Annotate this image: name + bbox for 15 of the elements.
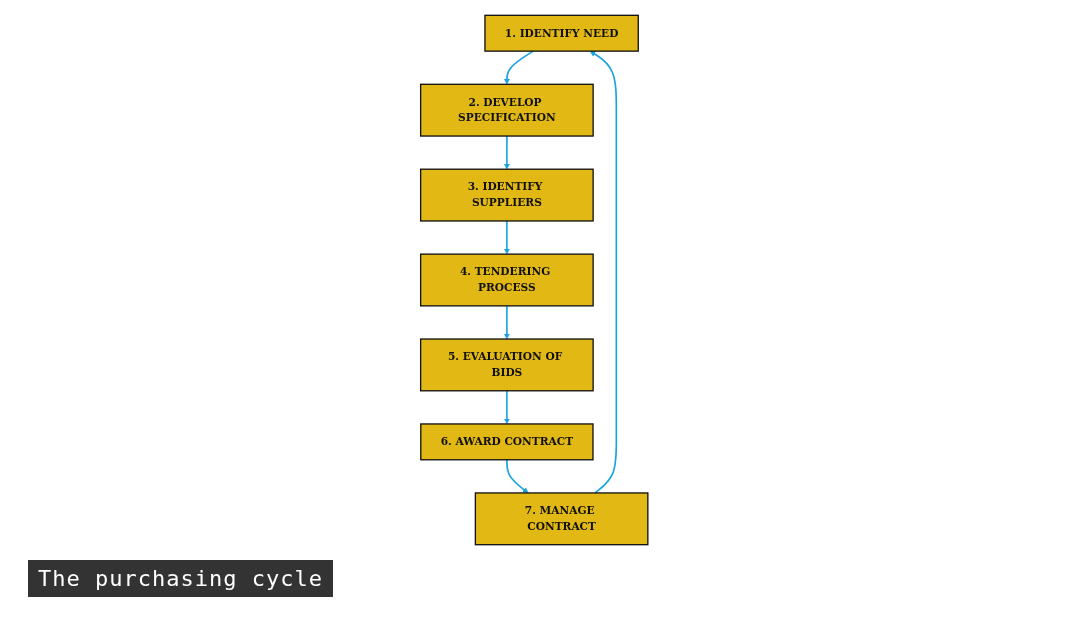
arrow (506, 458, 529, 494)
node-box: 5. EVALUATION OF BIDS (420, 338, 595, 392)
arrow (504, 389, 511, 425)
node-box: 1. IDENTIFY NEED (484, 14, 640, 52)
caption: The purchasing cycle (28, 560, 333, 597)
arrow (504, 305, 511, 340)
node-box: 4. TENDERING PROCESS (420, 253, 595, 307)
arrow (590, 50, 618, 494)
arrow (504, 50, 535, 85)
node-box: 2. DEVELOP SPECIFICATION (420, 83, 595, 137)
node-box: 6. AWARD CONTRACT (420, 423, 594, 461)
arrow (504, 135, 511, 170)
node-box: 3. IDENTIFY SUPPLIERS (420, 168, 595, 222)
node-box: 7. MANAGE CONTRACT (474, 492, 649, 546)
arrow (504, 220, 511, 255)
